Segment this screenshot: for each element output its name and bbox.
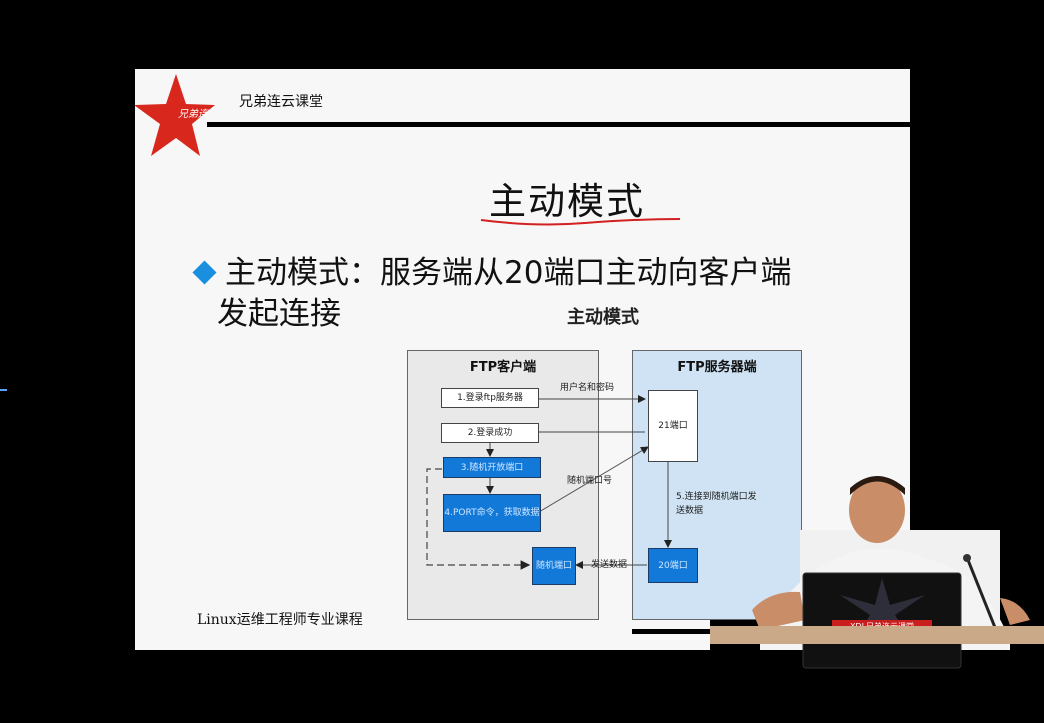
diagram-title: 主动模式: [567, 307, 639, 328]
client-panel-title: FTP客户端: [469, 360, 537, 375]
slide: 兄弟连 兄弟连云课堂 主动模式 主动模式：服务端从20端口主动向客户端 发起连接…: [135, 69, 910, 650]
label-connect-random-port: 5.连接到随机端口发送数据: [676, 492, 757, 516]
step4-port-command-box: 4.PORT命令，获取数据: [443, 494, 541, 532]
step1-login-box: 1.登录ftp服务器: [441, 388, 539, 408]
slide-title: 主动模式: [489, 180, 645, 223]
bullet-line-1: 主动模式：服务端从20端口主动向客户端: [192, 254, 791, 292]
server-port-21-box: 21端口: [648, 390, 698, 462]
label-user-password: 用户名和密码: [560, 383, 615, 393]
server-port-20-box: 20端口: [648, 548, 698, 583]
client-random-port-box: 随机端口: [532, 547, 576, 585]
bullet-line-2: 发起连接: [217, 296, 341, 332]
header-rule: [207, 122, 910, 127]
server-panel-title: FTP服务器端: [677, 360, 757, 375]
side-edge-mark: [0, 389, 7, 391]
bullet-text-1: 主动模式：服务端从20端口主动向客户端: [225, 255, 792, 291]
label-random-port-number: 随机端口号: [567, 476, 613, 486]
label-send-data: 发送数据: [591, 560, 628, 570]
presenter-video-overlay: XDL兄弟连云课堂: [710, 476, 1044, 723]
brand-star-logo: [135, 74, 215, 156]
brand-logo-text: 兄弟连: [178, 109, 208, 120]
diagram-arrows: [426, 395, 672, 570]
title-underline-annotation: [480, 218, 681, 226]
course-footer: Linux运维工程师专业课程: [197, 612, 363, 628]
step3-open-port-box: 3.随机开放端口: [443, 457, 541, 478]
brand-name: 兄弟连云课堂: [239, 94, 323, 110]
step2-login-success-box: 2.登录成功: [441, 423, 539, 443]
